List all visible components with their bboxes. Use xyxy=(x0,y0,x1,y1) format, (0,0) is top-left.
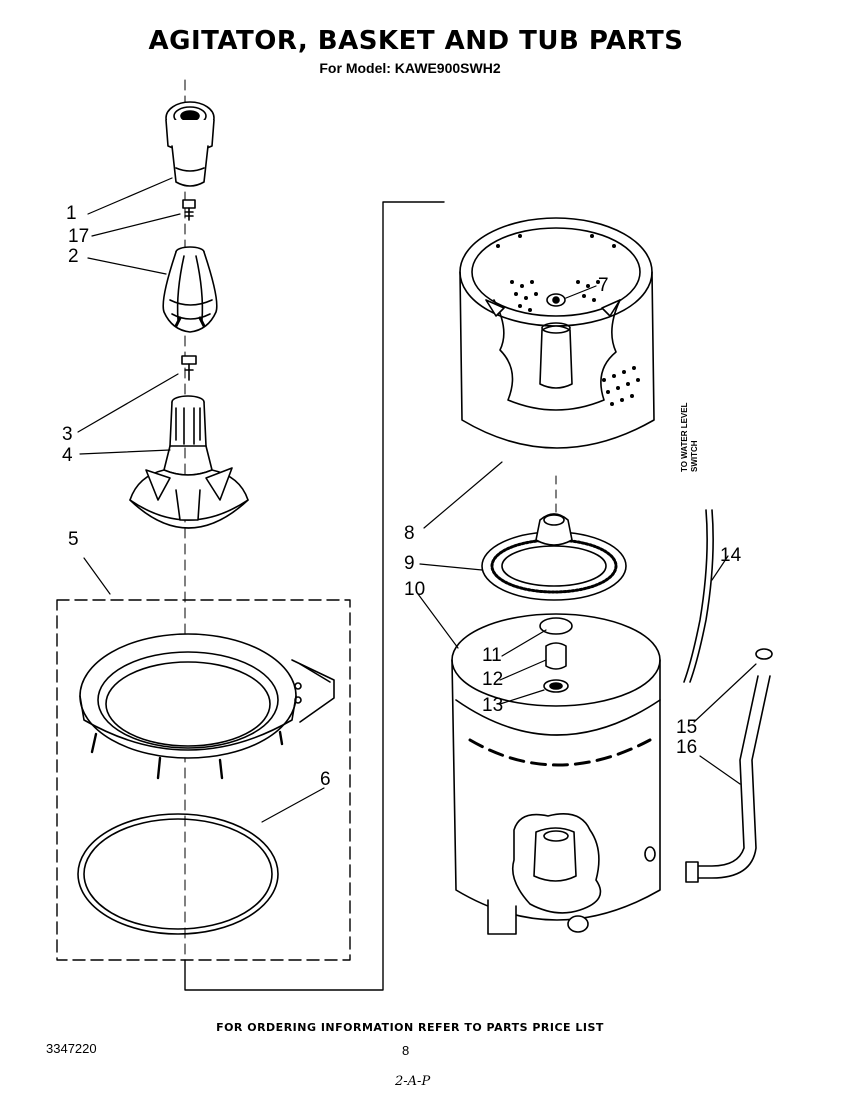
callout-1: 1 xyxy=(66,203,77,224)
page-title: AGITATOR, BASKET AND TUB PARTS xyxy=(148,26,684,56)
agitator-bolt-part xyxy=(181,355,197,381)
page-number: 8 xyxy=(402,1043,410,1058)
bolt-part xyxy=(182,199,196,221)
ordering-note: FOR ORDERING INFORMATION REFER TO PARTS … xyxy=(216,1021,604,1034)
wash-basket-part xyxy=(459,217,655,449)
basket-hub-part xyxy=(481,513,627,601)
tub-ring-part xyxy=(79,633,335,780)
callout-16: 16 xyxy=(676,737,698,758)
callout-5: 5 xyxy=(68,529,79,550)
callout-10: 10 xyxy=(404,579,426,600)
model-subtitle: For Model: KAWE900SWH2 xyxy=(319,60,501,76)
agitator-barrel-part xyxy=(162,246,218,333)
assembly-dashed-box xyxy=(56,599,351,961)
callout-13: 13 xyxy=(482,695,504,716)
callout-15: 15 xyxy=(676,717,698,738)
callout-2: 2 xyxy=(68,246,79,267)
side-note-line1: TO WATER LEVEL xyxy=(680,402,689,472)
callout-7: 7 xyxy=(598,275,609,296)
agitator-cap-part xyxy=(165,101,215,187)
handwritten-note: 2-A-P xyxy=(395,1074,431,1089)
document-number: 3347220 xyxy=(46,1041,97,1056)
callout-12: 12 xyxy=(482,669,504,690)
callout-6: 6 xyxy=(320,769,331,790)
tub-gasket-part xyxy=(77,813,279,935)
leader-lines xyxy=(77,177,757,823)
pressure-hose-part xyxy=(683,509,714,683)
callout-14: 14 xyxy=(720,545,742,566)
side-note-line2: SWITCH xyxy=(690,440,699,472)
agitator-base-part xyxy=(129,395,249,529)
callout-3: 3 xyxy=(62,424,73,445)
drain-tube-part xyxy=(685,648,773,883)
water-level-switch-note: TO WATER LEVEL SWITCH xyxy=(680,382,700,472)
callout-11: 11 xyxy=(482,645,502,666)
connector-bracket-line xyxy=(184,201,445,991)
callout-17: 17 xyxy=(68,226,90,247)
callout-9: 9 xyxy=(404,553,415,574)
callout-8: 8 xyxy=(404,523,415,544)
tub-seal-parts xyxy=(539,617,573,693)
callout-4: 4 xyxy=(62,445,73,466)
